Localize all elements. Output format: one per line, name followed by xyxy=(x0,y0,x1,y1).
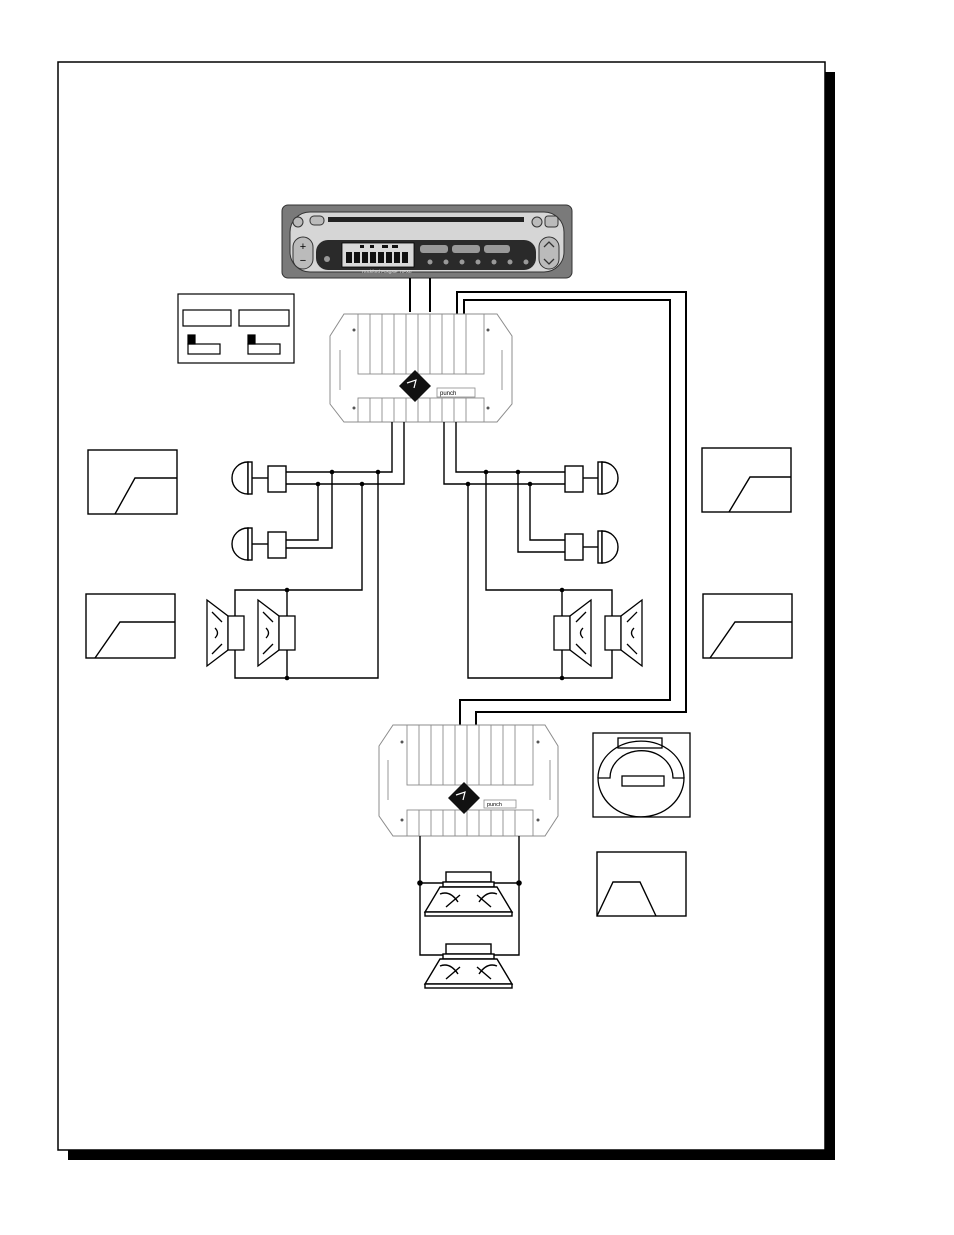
minus-symbol: − xyxy=(300,255,306,267)
amp-label: punch xyxy=(440,391,456,397)
amplifier-2: punch xyxy=(379,725,558,836)
amp-label: punch xyxy=(487,802,502,808)
brand-text: Rockford Fosgate xyxy=(362,269,398,274)
cd-slot xyxy=(328,217,524,222)
amplifier-1: punch xyxy=(330,314,512,422)
plus-symbol: + xyxy=(300,241,306,253)
model-text: RFX8 xyxy=(400,269,412,274)
head-unit: + − Rockford Fosgate RFX8 xyxy=(282,205,572,278)
